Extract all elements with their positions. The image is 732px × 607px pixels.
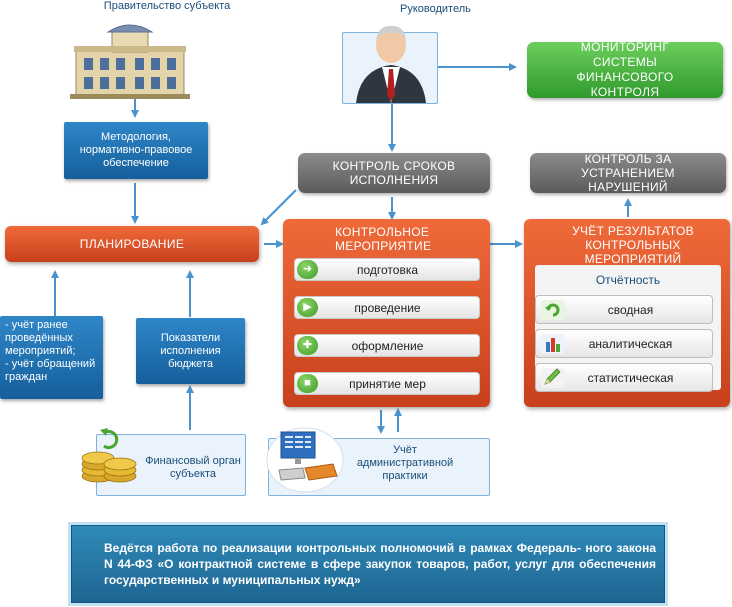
arrow-right-icon: ➜ bbox=[297, 260, 318, 279]
refresh-icon bbox=[541, 299, 565, 320]
bar-chart-icon bbox=[541, 333, 565, 354]
person-icon bbox=[356, 25, 426, 103]
step-registration: ✚ оформление bbox=[294, 334, 480, 357]
government-building-icon bbox=[70, 24, 190, 99]
coins-icon bbox=[81, 428, 137, 483]
report-summary: сводная bbox=[535, 295, 713, 324]
accounting-line: мероприятий; bbox=[5, 345, 76, 357]
results-panel: УЧЁТ РЕЗУЛЬТАТОВ КОНТРОЛЬНЫХ МЕРОПРИЯТИЙ… bbox=[524, 219, 730, 407]
budget-label: Показатели исполнения бюджета bbox=[160, 331, 221, 370]
budget-box: Показатели исполнения бюджета bbox=[136, 318, 245, 384]
computer-icon bbox=[266, 427, 344, 493]
stop-icon: ■ bbox=[297, 374, 318, 393]
planning-box: ПЛАНИРОВАНИЕ bbox=[5, 226, 259, 262]
finance-body-label: Финансовый орган субъекта bbox=[145, 455, 241, 480]
step-label: принятие мер bbox=[349, 376, 426, 391]
step-preparation: ➜ подготовка bbox=[294, 258, 480, 281]
deadline-control-label: КОНТРОЛЬ СРОКОВ ИСПОЛНЕНИЯ bbox=[332, 159, 456, 187]
step-label: подготовка bbox=[356, 262, 419, 277]
results-title: УЧЁТ РЕЗУЛЬТАТОВ КОНТРОЛЬНЫХ МЕРОПРИЯТИЙ bbox=[572, 224, 694, 266]
admin-practice-label: Учёт административной практики bbox=[356, 444, 454, 482]
elimination-control-box: КОНТРОЛЬ ЗА УСТРАНЕНИЕМ НАРУШЕНИЙ bbox=[530, 152, 726, 194]
accounting-line: граждан bbox=[5, 371, 48, 383]
report-label: аналитическая bbox=[588, 336, 673, 351]
accounting-line: - учёт обращений bbox=[5, 358, 96, 370]
control-event-panel: КОНТРОЛЬНОЕ МЕРОПРИЯТИЕ ➜ подготовка ▶ п… bbox=[283, 219, 490, 407]
accounting-box: - учёт ранее проведённых мероприятий; - … bbox=[0, 316, 103, 399]
control-event-title: КОНТРОЛЬНОЕ МЕРОПРИЯТИЕ bbox=[335, 225, 432, 253]
accounting-line: - учёт ранее bbox=[5, 319, 68, 331]
methodology-box: Методология, нормативно-правовое обеспеч… bbox=[64, 122, 208, 179]
reporting-label: Отчётность bbox=[595, 273, 661, 287]
step-label: проведение bbox=[354, 300, 421, 315]
monitoring-label: МОНИТОРИНГ СИСТЕМЫ ФИНАНСОВОГО КОНТРОЛЯ bbox=[576, 40, 674, 99]
report-analytical: аналитическая bbox=[535, 329, 713, 358]
plus-icon: ✚ bbox=[297, 336, 318, 355]
footer-banner: Ведётся работа по реализации контрольных… bbox=[71, 525, 665, 603]
accounting-line: проведённых bbox=[5, 332, 73, 344]
elimination-control-label: КОНТРОЛЬ ЗА УСТРАНЕНИЕМ НАРУШЕНИЙ bbox=[581, 152, 675, 194]
report-label: статистическая bbox=[587, 370, 674, 385]
step-conduct: ▶ проведение bbox=[294, 296, 480, 319]
methodology-label: Методология, нормативно-правовое обеспеч… bbox=[79, 131, 193, 169]
monitoring-box: МОНИТОРИНГ СИСТЕМЫ ФИНАНСОВОГО КОНТРОЛЯ bbox=[527, 40, 723, 99]
head-label: Руководитель bbox=[400, 3, 471, 15]
play-icon: ▶ bbox=[297, 298, 318, 317]
pencil-icon bbox=[541, 367, 565, 388]
arrow-deadline-to-planning bbox=[260, 189, 297, 226]
footer-text: Ведётся работа по реализации контрольных… bbox=[104, 541, 656, 587]
step-measures: ■ принятие мер bbox=[294, 372, 480, 395]
report-label: сводная bbox=[607, 302, 654, 317]
step-label: оформление bbox=[351, 338, 424, 353]
planning-label: ПЛАНИРОВАНИЕ bbox=[79, 237, 185, 251]
government-label: Правительство субъекта bbox=[103, 0, 231, 12]
report-statistical: статистическая bbox=[535, 363, 713, 392]
deadline-control-box: КОНТРОЛЬ СРОКОВ ИСПОЛНЕНИЯ bbox=[298, 153, 490, 193]
